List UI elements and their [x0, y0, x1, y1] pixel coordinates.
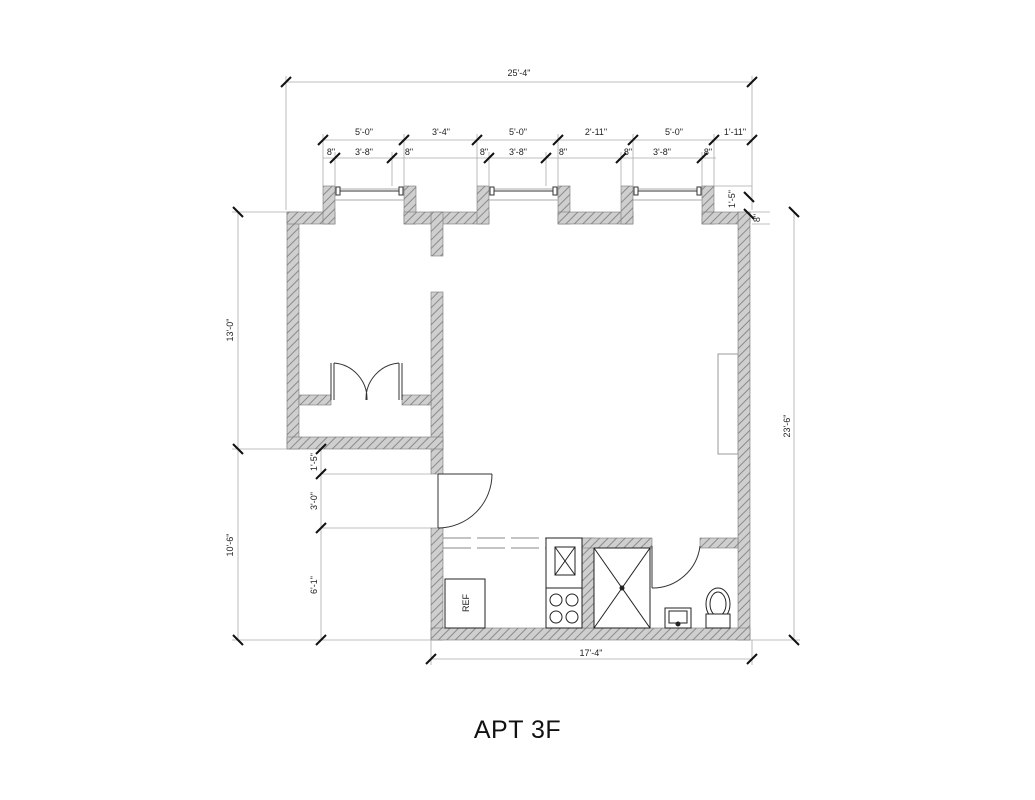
doors: [330, 362, 701, 589]
dim-right-step: 8": [752, 214, 762, 222]
dim-entry-upper: 1'-5": [309, 453, 319, 471]
dim-top-5: 5'-0": [665, 127, 683, 137]
dim-top-2: 3'-4": [432, 127, 450, 137]
window-2: [489, 186, 558, 201]
dim-bottom-width: 17'-4": [580, 648, 603, 658]
radiator: [717, 353, 739, 455]
dim-left-lower: 10'-6": [225, 534, 235, 557]
dimension-ticks: [232, 76, 800, 665]
refrigerator-label: REF: [461, 593, 471, 612]
dim-inner-2: 3'-8": [355, 147, 373, 157]
dim-top-4: 2'-11": [585, 127, 607, 137]
closet-double-door: [330, 362, 403, 401]
window-3: [633, 186, 702, 201]
dim-overall-width: 25'-4": [508, 68, 531, 78]
dim-inner-9: 8": [704, 147, 712, 157]
window-1: [335, 186, 404, 201]
dim-inner-6: 8": [559, 147, 567, 157]
dim-inner-4: 8": [480, 147, 488, 157]
dim-inner-7: 8": [624, 147, 632, 157]
dim-right-bump: 1'-5": [727, 190, 737, 208]
windows: [335, 186, 702, 201]
dim-top-1: 5'-0": [355, 127, 373, 137]
refrigerator: [444, 578, 486, 629]
dim-top-3: 5'-0": [509, 127, 527, 137]
dim-entry-lower: 6'-1": [309, 576, 319, 594]
kitchen-counter: [443, 537, 546, 549]
stove: [545, 587, 583, 629]
dim-left-upper: 13'-0": [225, 319, 235, 342]
dim-inner-5: 3'-8": [509, 147, 527, 157]
toilet: [705, 587, 731, 629]
dim-inner-1: 8": [327, 147, 335, 157]
dim-entry-door: 3'-0": [309, 492, 319, 510]
fixtures: [444, 537, 731, 629]
walls: [286, 185, 751, 641]
dimension-lines: [232, 76, 800, 665]
bathroom-door: [651, 545, 701, 589]
dim-inner-3: 8": [405, 147, 413, 157]
shower: [593, 547, 651, 629]
kitchen-sink: [545, 537, 583, 589]
dim-right-overall: 23'-6": [782, 415, 792, 438]
entry-door: [437, 473, 493, 529]
bathroom-sink: [664, 607, 692, 629]
dim-top-6: 1'-11": [724, 127, 746, 137]
dim-inner-8: 3'-8": [653, 147, 671, 157]
plan-title: APT 3F: [473, 716, 562, 744]
